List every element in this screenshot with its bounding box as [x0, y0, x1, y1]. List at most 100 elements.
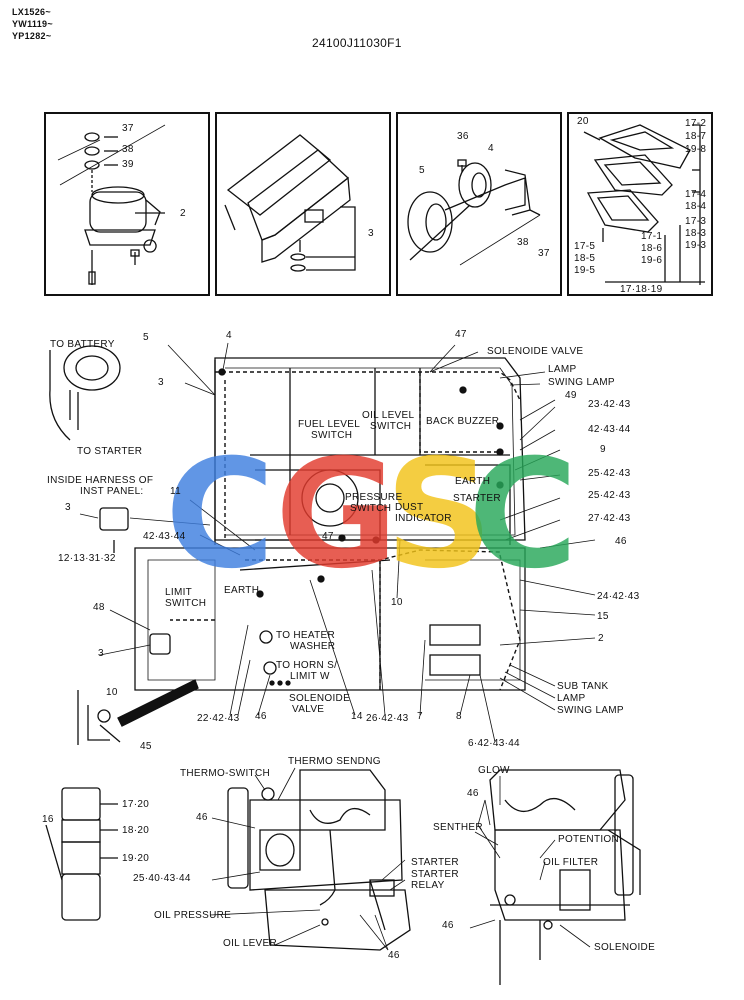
panel4-17-1: 17-1 — [641, 231, 663, 242]
panel3-callout-5: 5 — [419, 165, 425, 176]
callout-10a: 10 — [391, 597, 403, 608]
callout-9: 9 — [600, 444, 606, 455]
panel-lamp — [567, 112, 713, 296]
panel3-callout-38: 38 — [517, 237, 529, 248]
label-heater-2: WASHER — [290, 641, 336, 652]
panel4-19-8: 19-8 — [685, 144, 707, 155]
cab-frame — [134, 357, 526, 691]
label-earth-right: EARTH — [455, 476, 491, 487]
panel4-19-6: 19-6 — [641, 255, 663, 266]
lamp-drawing — [583, 124, 705, 285]
label-lamp-top: LAMP — [548, 364, 577, 375]
bracket-drawing — [77, 679, 199, 745]
engine-left-callout-25: 25·40·43·44 — [133, 873, 191, 884]
label-solenoide-bottom-1: SOLENOIDE — [289, 693, 351, 704]
label-sub-tank: SUB TANK — [557, 681, 609, 692]
callout-3c: 3 — [98, 648, 104, 659]
engine-left-leaders — [209, 767, 406, 951]
panel4-18-5: 18-5 — [574, 253, 596, 264]
panel3-callout-36: 36 — [457, 131, 469, 142]
model-code-2: YW1119~ — [12, 19, 53, 29]
callout-11: 11 — [170, 486, 181, 497]
label-starter-relay-1: STARTER — [411, 869, 459, 880]
panel4-17-4: 17-4 — [685, 189, 707, 200]
battery-cable-drawing — [49, 345, 121, 441]
callout-7: 7 — [417, 711, 423, 722]
label-to-battery: TO BATTERY — [50, 339, 115, 350]
callout-3b: 3 — [158, 377, 164, 388]
label-oil-filter: OIL FILTER — [543, 857, 599, 868]
model-code-1: LX1526~ — [12, 7, 51, 17]
label-inside-harness-1: INSIDE HARNESS OF — [47, 475, 154, 486]
leaders — [79, 342, 596, 743]
battery-label-18-20: 18·20 — [122, 825, 150, 836]
callout-45: 45 — [140, 741, 152, 752]
panel-horn — [396, 112, 562, 296]
engine-right-leaders — [469, 776, 591, 948]
callout-46a: 46 — [615, 536, 627, 547]
engine-left-drawing — [227, 769, 411, 951]
engine-right-callout-46b: 46 — [442, 920, 454, 931]
label-senther: SENTHER — [433, 822, 483, 833]
label-oil-lever: OIL LEVER — [223, 938, 278, 949]
label-lamp-bottom: LAMP — [557, 693, 586, 704]
watermark-letter-2: G — [275, 428, 399, 602]
panel1-callout-37: 37 — [122, 123, 134, 134]
cab-wires — [170, 371, 521, 691]
callout-24: 24·42·43 — [597, 591, 640, 602]
label-dust-2: INDICATOR — [395, 513, 452, 524]
panel4-callout-20: 20 — [577, 116, 589, 127]
label-horn-2: LIMIT W — [290, 671, 330, 682]
watermark-letter-3: S — [385, 428, 494, 602]
label-starter-engine: STARTER — [411, 857, 459, 868]
callout-3a: 3 — [65, 502, 71, 513]
panel4-18-4: 18-4 — [685, 201, 707, 212]
label-to-starter: TO STARTER — [77, 446, 143, 457]
callout-4: 4 — [226, 330, 232, 341]
callout-47b: 47 — [322, 531, 334, 542]
panel3-callout-4: 4 — [488, 143, 494, 154]
panel4-17-18-19: 17·18·19 — [620, 284, 663, 295]
callout-42: 42·43·44 — [588, 424, 631, 435]
callout-27: 27·42·43 — [588, 513, 631, 524]
callout-26: 26·42·43 — [366, 713, 409, 724]
label-solenoide-bottom-2: VALVE — [292, 704, 325, 715]
panel-relay — [44, 112, 210, 296]
panel3-callout-37: 37 — [538, 248, 550, 259]
callout-49: 49 — [565, 390, 577, 401]
label-fuel-level-1: FUEL LEVEL — [298, 419, 361, 430]
label-oil-level-2: SWITCH — [370, 421, 412, 432]
battery-stack-drawing — [45, 787, 118, 921]
battery-label-17-20: 17·20 — [122, 799, 150, 810]
plug-drawing — [99, 507, 171, 655]
callout-5: 5 — [143, 332, 149, 343]
label-back-buzzer: BACK BUZZER — [426, 416, 500, 427]
panel4-18-7: 18-7 — [685, 131, 707, 142]
engine-right-callout-46a: 46 — [467, 788, 479, 799]
label-earth-left: EARTH — [224, 585, 260, 596]
callout-16: 16 — [42, 814, 54, 825]
callout-14: 14 — [351, 711, 363, 722]
label-dust-1: DUST — [395, 502, 424, 513]
callout-47a: 47 — [455, 329, 467, 340]
label-swing-lamp-top: SWING LAMP — [548, 377, 615, 388]
label-solenoide-engine: SOLENOIDE — [594, 942, 656, 953]
label-oil-level-1: OIL LEVEL — [362, 410, 415, 421]
callout-22: 22·42·43 — [197, 713, 240, 724]
relay-drawing — [57, 124, 166, 285]
connector-dots — [218, 368, 504, 686]
panel2-callout-3: 3 — [368, 228, 374, 239]
callout-46b: 46 — [255, 711, 267, 722]
panel4-17-5: 17-5 — [574, 241, 596, 252]
panel4-17-2: 17-2 — [685, 118, 707, 129]
label-limit-2: SWITCH — [165, 598, 207, 609]
callout-12: 12·13·31·32 — [58, 553, 116, 564]
drawing-number: 24100J11030F1 — [312, 36, 402, 50]
callout-23: 23·42·43 — [588, 399, 631, 410]
label-pressure-1: PRESSURE — [345, 492, 403, 503]
buzzer-drawing — [224, 134, 356, 272]
callout-15: 15 — [597, 611, 609, 622]
watermark-letter-4: C — [468, 428, 579, 602]
callout-10b: 10 — [106, 687, 118, 698]
